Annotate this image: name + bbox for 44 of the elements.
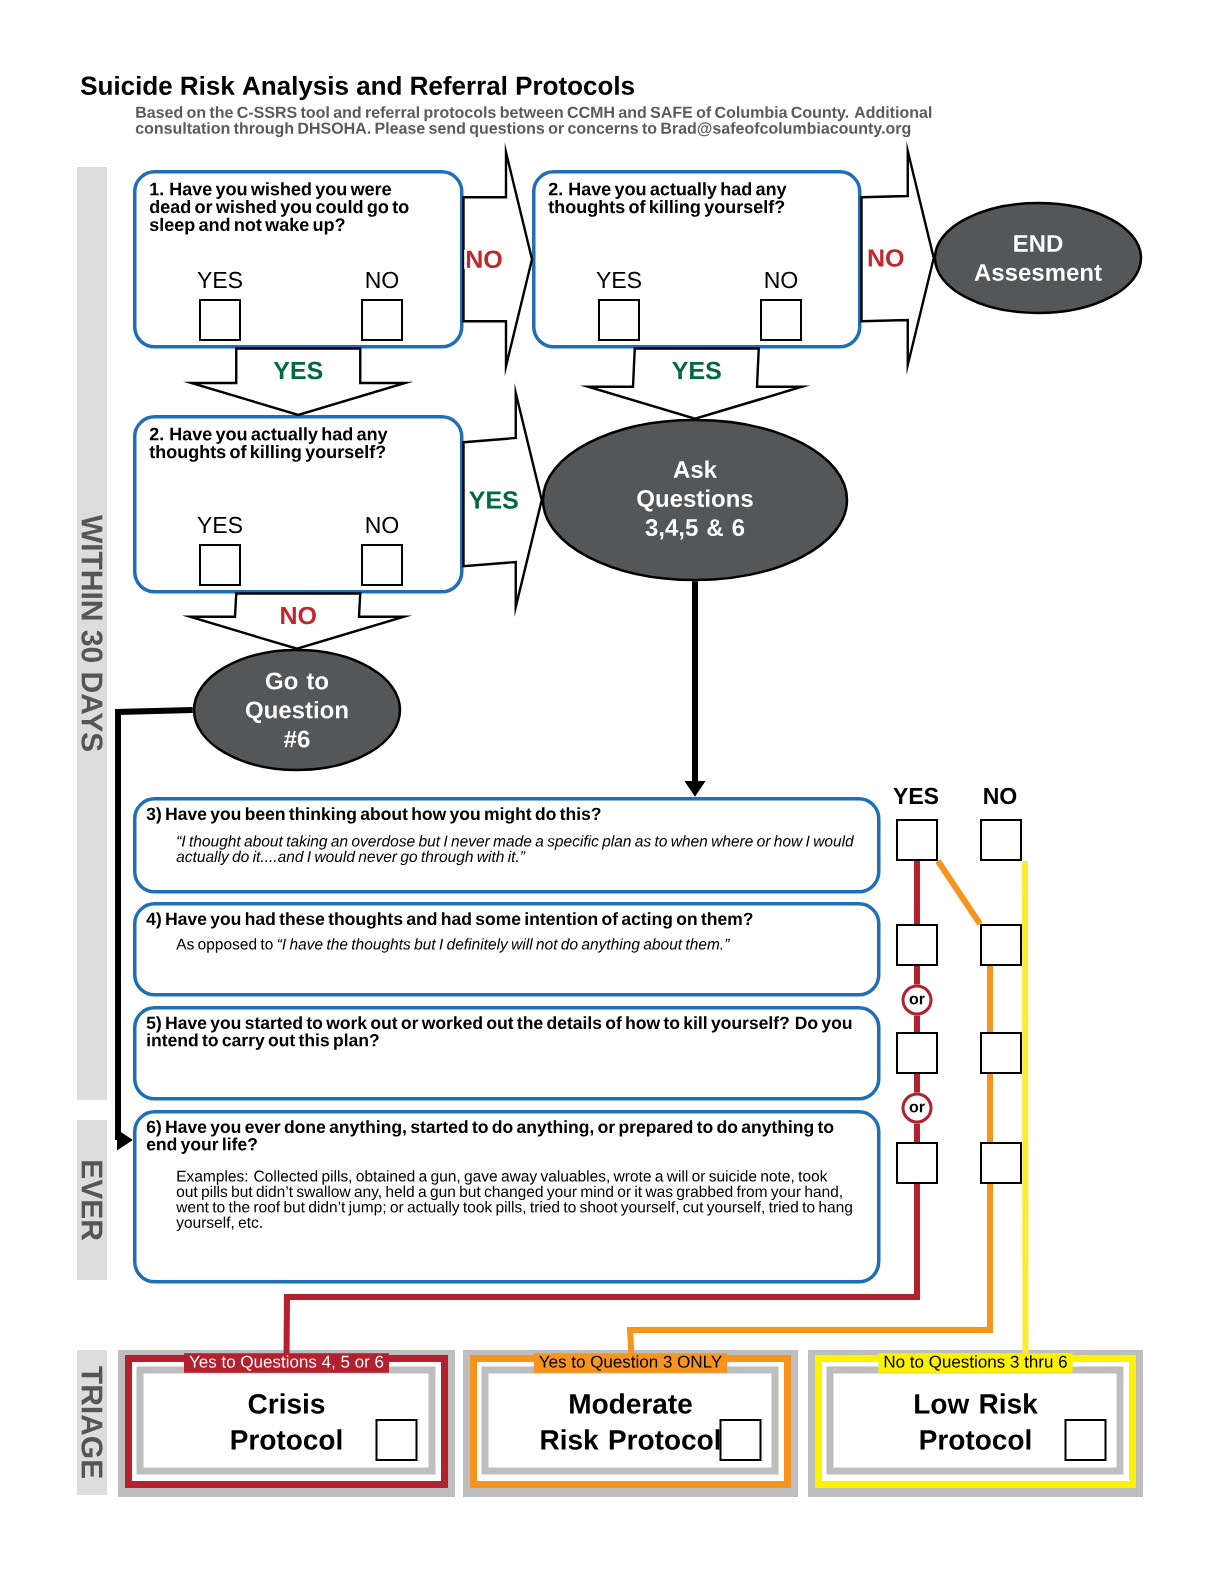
checkbox (980, 819, 1022, 861)
checkbox (896, 1142, 938, 1184)
node-label: 1. Have you wished you were dead or wished you could go to sleep and not wake up? (149, 182, 409, 235)
column-header: NO (984, 787, 1017, 805)
node-label: YES (197, 516, 242, 534)
node-label: 2. Have you actually had any thoughts of killing yourself? (548, 182, 787, 217)
question-box: 6) Have you ever done anything, started to do anything, or prepared to do anything to end your life? Examples: Collected pills, obtained a gun, gave away valuables, wrote a will or suicide note, took out pills but didn’t swallow any, held a gun but changed your mind or it was grabbed from your hand, went to the roof but didn’t jump; or actually took pills, tried to shoot yourself, cut yourself, tried to hang yourself, etc. (133, 1110, 881, 1284)
question-box: 2. Have you actually had any thoughts of killing yourself? YES NO (133, 415, 464, 594)
edge-label: YES (467, 490, 520, 510)
column-header: YES (893, 787, 939, 805)
checkbox (896, 819, 938, 861)
connector-line (914, 966, 920, 985)
connector-line (626, 1184, 993, 1356)
protocol-box: No to Questions 3 thru 6 Low Risk Protocol (808, 1350, 1143, 1497)
block-arrow (183, 347, 414, 417)
connector-line (283, 1184, 920, 1356)
checkbox (980, 1142, 1022, 1184)
connector-line (935, 859, 983, 926)
connector-line (914, 1074, 920, 1093)
checkbox (980, 924, 1022, 966)
question-box: 4) Have you had these thoughts and had some intention of acting on them? As opposed to “I have the thoughts but I definitely will not do anything about them.” (133, 902, 881, 997)
checkbox (980, 1032, 1022, 1074)
node-label: 2. Have you actually had any thoughts of killing yourself? (149, 427, 388, 462)
edge-label: NO (866, 248, 906, 268)
node-label: YES (596, 271, 641, 289)
edge-label: YES (272, 360, 325, 381)
protocol-box: Yes to Question 3 ONLY Moderate Risk Protocol (463, 1350, 798, 1497)
question-box: 3) Have you been thinking about how you might do this? “I thought about taking an overdose but I never made a specific plan as to when where or how I would actually do it....and I would never go through with it.” (133, 797, 881, 894)
node-label: NO (366, 516, 399, 534)
section-band: EVER (77, 1120, 107, 1280)
title: Suicide Risk Analysis and Referral Protocols (80, 75, 634, 101)
edge-label: NO (464, 249, 504, 270)
question-box: 5) Have you started to work out or worked out the details of how to kill yourself? Do you intend to carry out this plan? (133, 1006, 881, 1101)
node-label: YES (197, 271, 242, 289)
section-band: WITHIN 30 DAYS (77, 167, 107, 1100)
subtitle: Based on the C-SSRS tool and referral protocols between CCMH and SAFE of Columbia County. Additional consultation through DHSOHA. Please send questions or concerns to Brad@safeofcolumbiacounty.org (135, 106, 932, 138)
question-box: 1. Have you wished you were dead or wished you could go to sleep and not wake up? YES NO (133, 170, 464, 349)
checkbox (896, 1032, 938, 1074)
checkbox (896, 924, 938, 966)
protocol-box: Yes to Questions 4, 5 or 6 Crisis Protocol (118, 1350, 455, 1497)
node-label: NO (765, 271, 798, 289)
question-box: 2. Have you actually had any thoughts of killing yourself? YES NO (532, 170, 862, 349)
section-band: TRIAGE (77, 1350, 107, 1495)
node-label: NO (366, 271, 399, 289)
